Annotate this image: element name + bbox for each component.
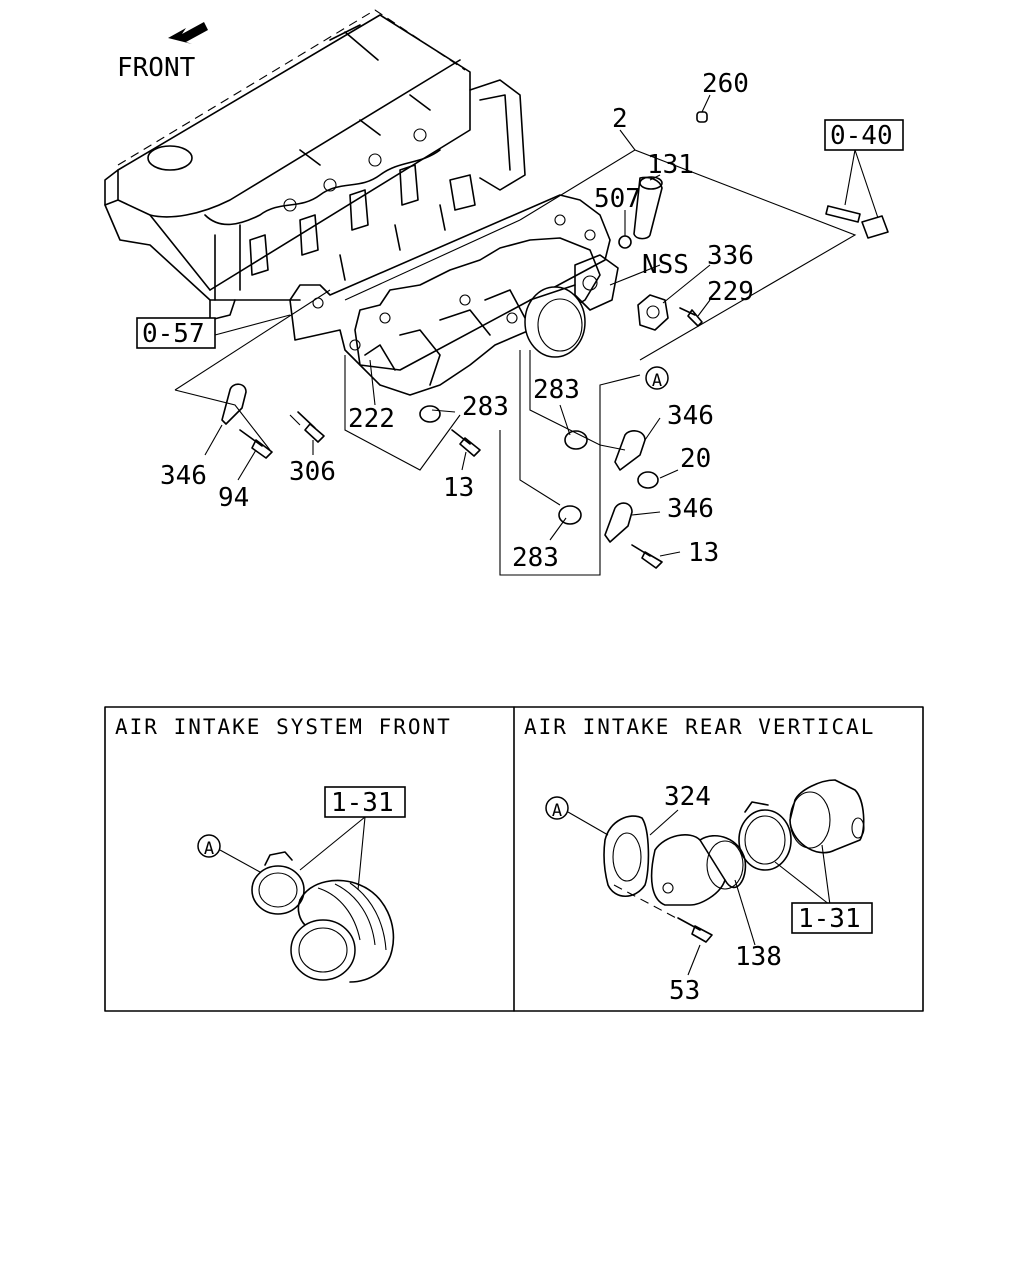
engine-block [104,9,526,321]
bolt-13-a [451,429,481,457]
callout-131: 131 [647,150,694,180]
callout-346-right-a: 346 [667,401,714,431]
bolt-229 [679,307,703,327]
svg-text:A: A [552,801,562,821]
bolt-13-b [631,544,663,569]
callout-nss: NSS [642,250,689,280]
pipe-131 [633,176,663,240]
ref-box-057: 0-57 [136,317,216,349]
nut-20 [637,471,659,489]
callout-306: 306 [289,457,336,487]
callout-13-mid: 13 [443,473,474,503]
ref-box-131-rear: 1-31 [791,902,873,934]
callout-283-bottom: 283 [512,543,559,573]
marker-a-front: A [197,834,221,859]
ref-box-040: 0-40 [824,119,904,151]
detail-panels [104,706,924,1012]
svg-text:A: A [652,371,662,391]
callout-283-left: 283 [462,392,509,422]
callout-138: 138 [735,942,782,972]
intake-gasket [289,194,611,371]
svg-text:0-40: 0-40 [830,121,893,151]
callout-260: 260 [702,69,749,99]
callout-53: 53 [669,976,700,1006]
hose-front [290,879,395,983]
intake-manifold [354,237,601,396]
clip-346-left [221,383,247,425]
plug-260 [696,111,708,123]
callout-222: 222 [348,404,395,434]
clip-346-right-a [614,430,646,471]
clamp-front [251,851,305,915]
clamp-rear [738,801,792,871]
callout-229: 229 [707,277,754,307]
elbow-138 [650,834,747,906]
bolt-94 [239,429,273,459]
leaders-front [219,816,366,891]
svg-text:0-57: 0-57 [142,319,205,349]
callout-336: 336 [707,241,754,271]
nut-283-c [558,505,582,525]
hose-rear [789,779,865,854]
panel-rear-title: AIR INTAKE REAR VERTICAL [524,715,875,739]
front-label: FRONT [117,53,196,83]
leaders-rear [567,809,831,976]
clip-346-right-b [604,502,633,543]
callout-13-right: 13 [688,538,719,568]
leader-lines [174,94,879,576]
callout-283-mid: 283 [533,375,580,405]
marker-a-rear: A [545,796,569,821]
callout-324: 324 [664,782,711,812]
nut-283-a [419,405,441,423]
marker-a-main: A [645,366,669,391]
gasket-324 [603,815,650,898]
panel-front-title: AIR INTAKE SYSTEM FRONT [115,715,452,739]
ref-box-131-front: 1-31 [324,786,406,818]
callout-20: 20 [680,444,711,474]
bracket-nss [574,254,619,311]
svg-text:1-31: 1-31 [798,904,861,934]
callout-346-left: 346 [160,461,207,491]
sensor-336 [637,294,669,331]
callout-346-right-b: 346 [667,494,714,524]
front-arrow-icon [168,22,208,44]
seal-507 [618,235,632,249]
stud-040 [825,205,889,239]
bolt-53 [677,917,713,943]
callout-507: 507 [594,184,641,214]
bolt-306 [297,411,325,443]
svg-text:1-31: 1-31 [331,788,394,818]
callout-2: 2 [612,104,628,134]
callout-94: 94 [218,483,249,513]
nut-283-b [564,430,588,450]
svg-text:A: A [204,839,214,859]
